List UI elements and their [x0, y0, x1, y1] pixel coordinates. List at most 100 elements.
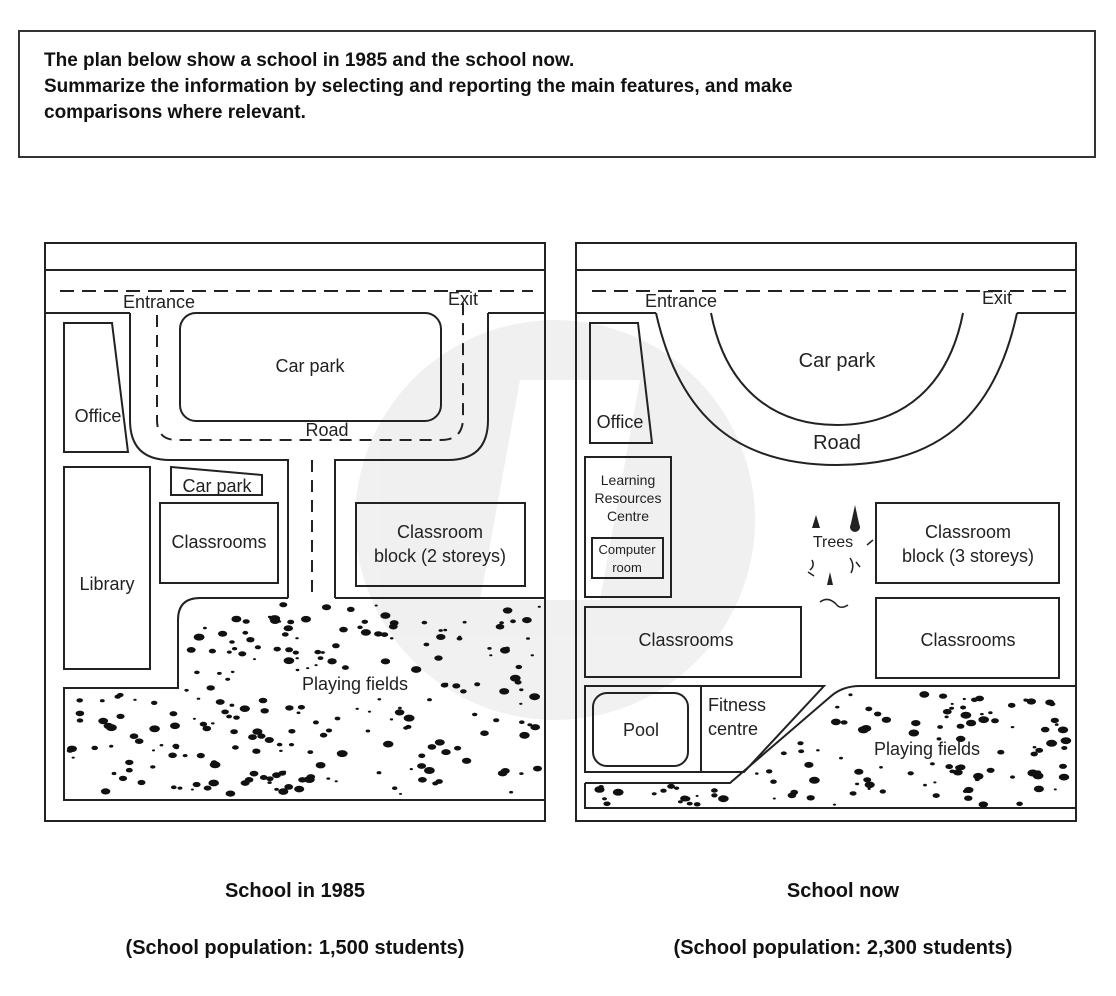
field-speck [380, 612, 391, 619]
field-speck [177, 786, 183, 790]
field-speck [267, 781, 272, 784]
field-speck [259, 775, 268, 780]
plan-1985: Entrance Exit Car park Road Office Car p… [44, 242, 546, 822]
field-speck [239, 705, 250, 712]
field-speck [711, 793, 718, 798]
road-1985-outer-left [129, 313, 289, 598]
field-speck [441, 749, 451, 756]
field-speck [295, 657, 299, 660]
field-speck [325, 728, 333, 733]
field-speck [986, 767, 995, 773]
field-speck [667, 783, 675, 789]
field-speck [944, 715, 949, 719]
field-speck [953, 769, 963, 776]
field-speck [1059, 763, 1067, 769]
field-speck [418, 753, 426, 759]
road-now-outer [655, 312, 1018, 467]
field-speck [403, 714, 415, 722]
field-speck [361, 619, 369, 624]
field-speck [693, 802, 701, 807]
field-speck [418, 777, 427, 783]
field-speck [980, 712, 984, 716]
field-speck [519, 688, 524, 692]
field-speck [133, 698, 137, 701]
label-classrooms-1985: Classrooms [171, 532, 266, 552]
field-speck [327, 658, 337, 665]
field-speck [231, 615, 242, 623]
field-speck [612, 788, 624, 796]
field-speck [232, 745, 239, 750]
field-speck [231, 647, 238, 651]
field-speck [797, 741, 804, 746]
field-speck [966, 719, 977, 727]
field-speck [874, 711, 882, 717]
field-speck [170, 785, 177, 790]
field-speck [452, 683, 461, 689]
field-speck [519, 702, 523, 705]
label-office-now: Office [597, 412, 644, 432]
caption-1985: School in 1985 [224, 880, 366, 902]
label-car-park-small-1985: Car park [182, 476, 252, 496]
field-speck [283, 657, 295, 665]
field-speck [519, 772, 524, 775]
field-speck [75, 710, 85, 717]
field-speck [514, 680, 522, 685]
field-speck [253, 658, 256, 661]
field-speck [530, 654, 534, 657]
field-speck [854, 768, 864, 775]
field-speck [1054, 723, 1059, 726]
field-speck [930, 762, 935, 766]
field-speck [380, 658, 391, 665]
field-speck [341, 665, 349, 670]
field-speck [125, 767, 133, 773]
label-car-park-now: Car park [799, 350, 877, 372]
field-speck [184, 688, 189, 692]
office-now [589, 322, 654, 444]
field-speck [424, 767, 435, 774]
library-1985 [63, 466, 151, 670]
field-speck [950, 702, 954, 705]
field-speck [973, 772, 984, 780]
field-speck [71, 756, 75, 759]
field-speck [315, 762, 326, 769]
field-speck [225, 790, 236, 797]
field-speck [881, 716, 892, 723]
field-speck [937, 725, 943, 729]
field-speck [307, 750, 314, 754]
field-speck [832, 720, 838, 724]
trees-branches [807, 539, 874, 608]
field-speck [273, 646, 281, 652]
field-speck [194, 670, 200, 675]
field-speck [266, 776, 274, 782]
field-speck [515, 664, 523, 670]
field-speck [427, 744, 437, 750]
field-speck [76, 698, 83, 703]
field-speck [297, 705, 305, 710]
field-speck [1026, 698, 1037, 705]
field-speck [134, 738, 144, 744]
field-speck [848, 693, 853, 697]
field-speck [499, 621, 504, 625]
field-speck [718, 795, 729, 803]
field-speck [274, 787, 279, 791]
field-speck [1046, 739, 1058, 747]
population-1985: (School population: 1,500 students) [125, 937, 465, 959]
field-speck [510, 674, 521, 682]
field-speck [282, 770, 287, 774]
field-speck [537, 605, 541, 608]
field-speck [436, 634, 446, 640]
population-now: (School population: 2,300 students) [673, 937, 1013, 959]
label-classroom-block-now-l1: Classroom [925, 522, 1011, 542]
field-speck [267, 615, 272, 619]
field-speck [962, 697, 966, 701]
field-speck [1060, 737, 1072, 745]
field-speck [279, 749, 283, 753]
field-speck [221, 709, 229, 715]
field-speck [159, 744, 164, 747]
field-speck [91, 745, 98, 751]
field-speck [936, 737, 942, 741]
field-speck [1010, 775, 1015, 779]
field-speck [294, 785, 305, 793]
field-speck [67, 745, 77, 752]
watermark-logo [355, 320, 755, 720]
